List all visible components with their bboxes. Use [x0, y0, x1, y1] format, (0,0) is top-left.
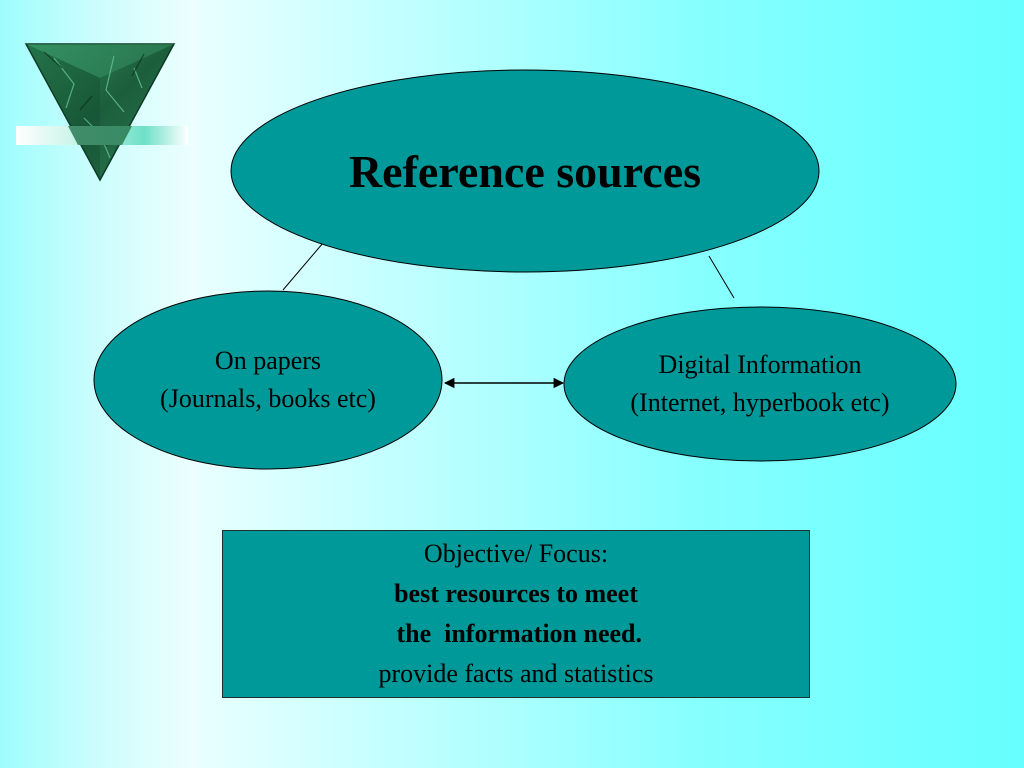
left-node-line2: (Journals, books etc) — [160, 384, 376, 413]
left-node-label: On papers (Journals, books etc) — [95, 292, 441, 468]
connector-line-right — [708, 255, 735, 299]
left-ellipse — [93, 290, 443, 470]
title-ellipse — [230, 69, 820, 273]
right-node-line1: Digital Information — [658, 350, 862, 379]
right-node-label: Digital Information (Internet, hyperbook… — [565, 308, 955, 460]
objective-bold-line2: the information need. — [389, 619, 643, 648]
diagram-title: Reference sources — [348, 145, 702, 197]
objective-box: Objective/ Focus: best resources to meet… — [222, 530, 810, 698]
connector-line-left — [282, 242, 324, 291]
objective-detail: provide facts and statistics — [378, 659, 654, 688]
right-node-line2: (Internet, hyperbook etc) — [630, 388, 890, 417]
left-node-line1: On papers — [214, 346, 322, 375]
green-marble-triangle-icon — [16, 43, 188, 182]
objective-bold-line1: best resources to meet — [394, 579, 638, 608]
objective-heading: Objective/ Focus: — [423, 539, 609, 568]
